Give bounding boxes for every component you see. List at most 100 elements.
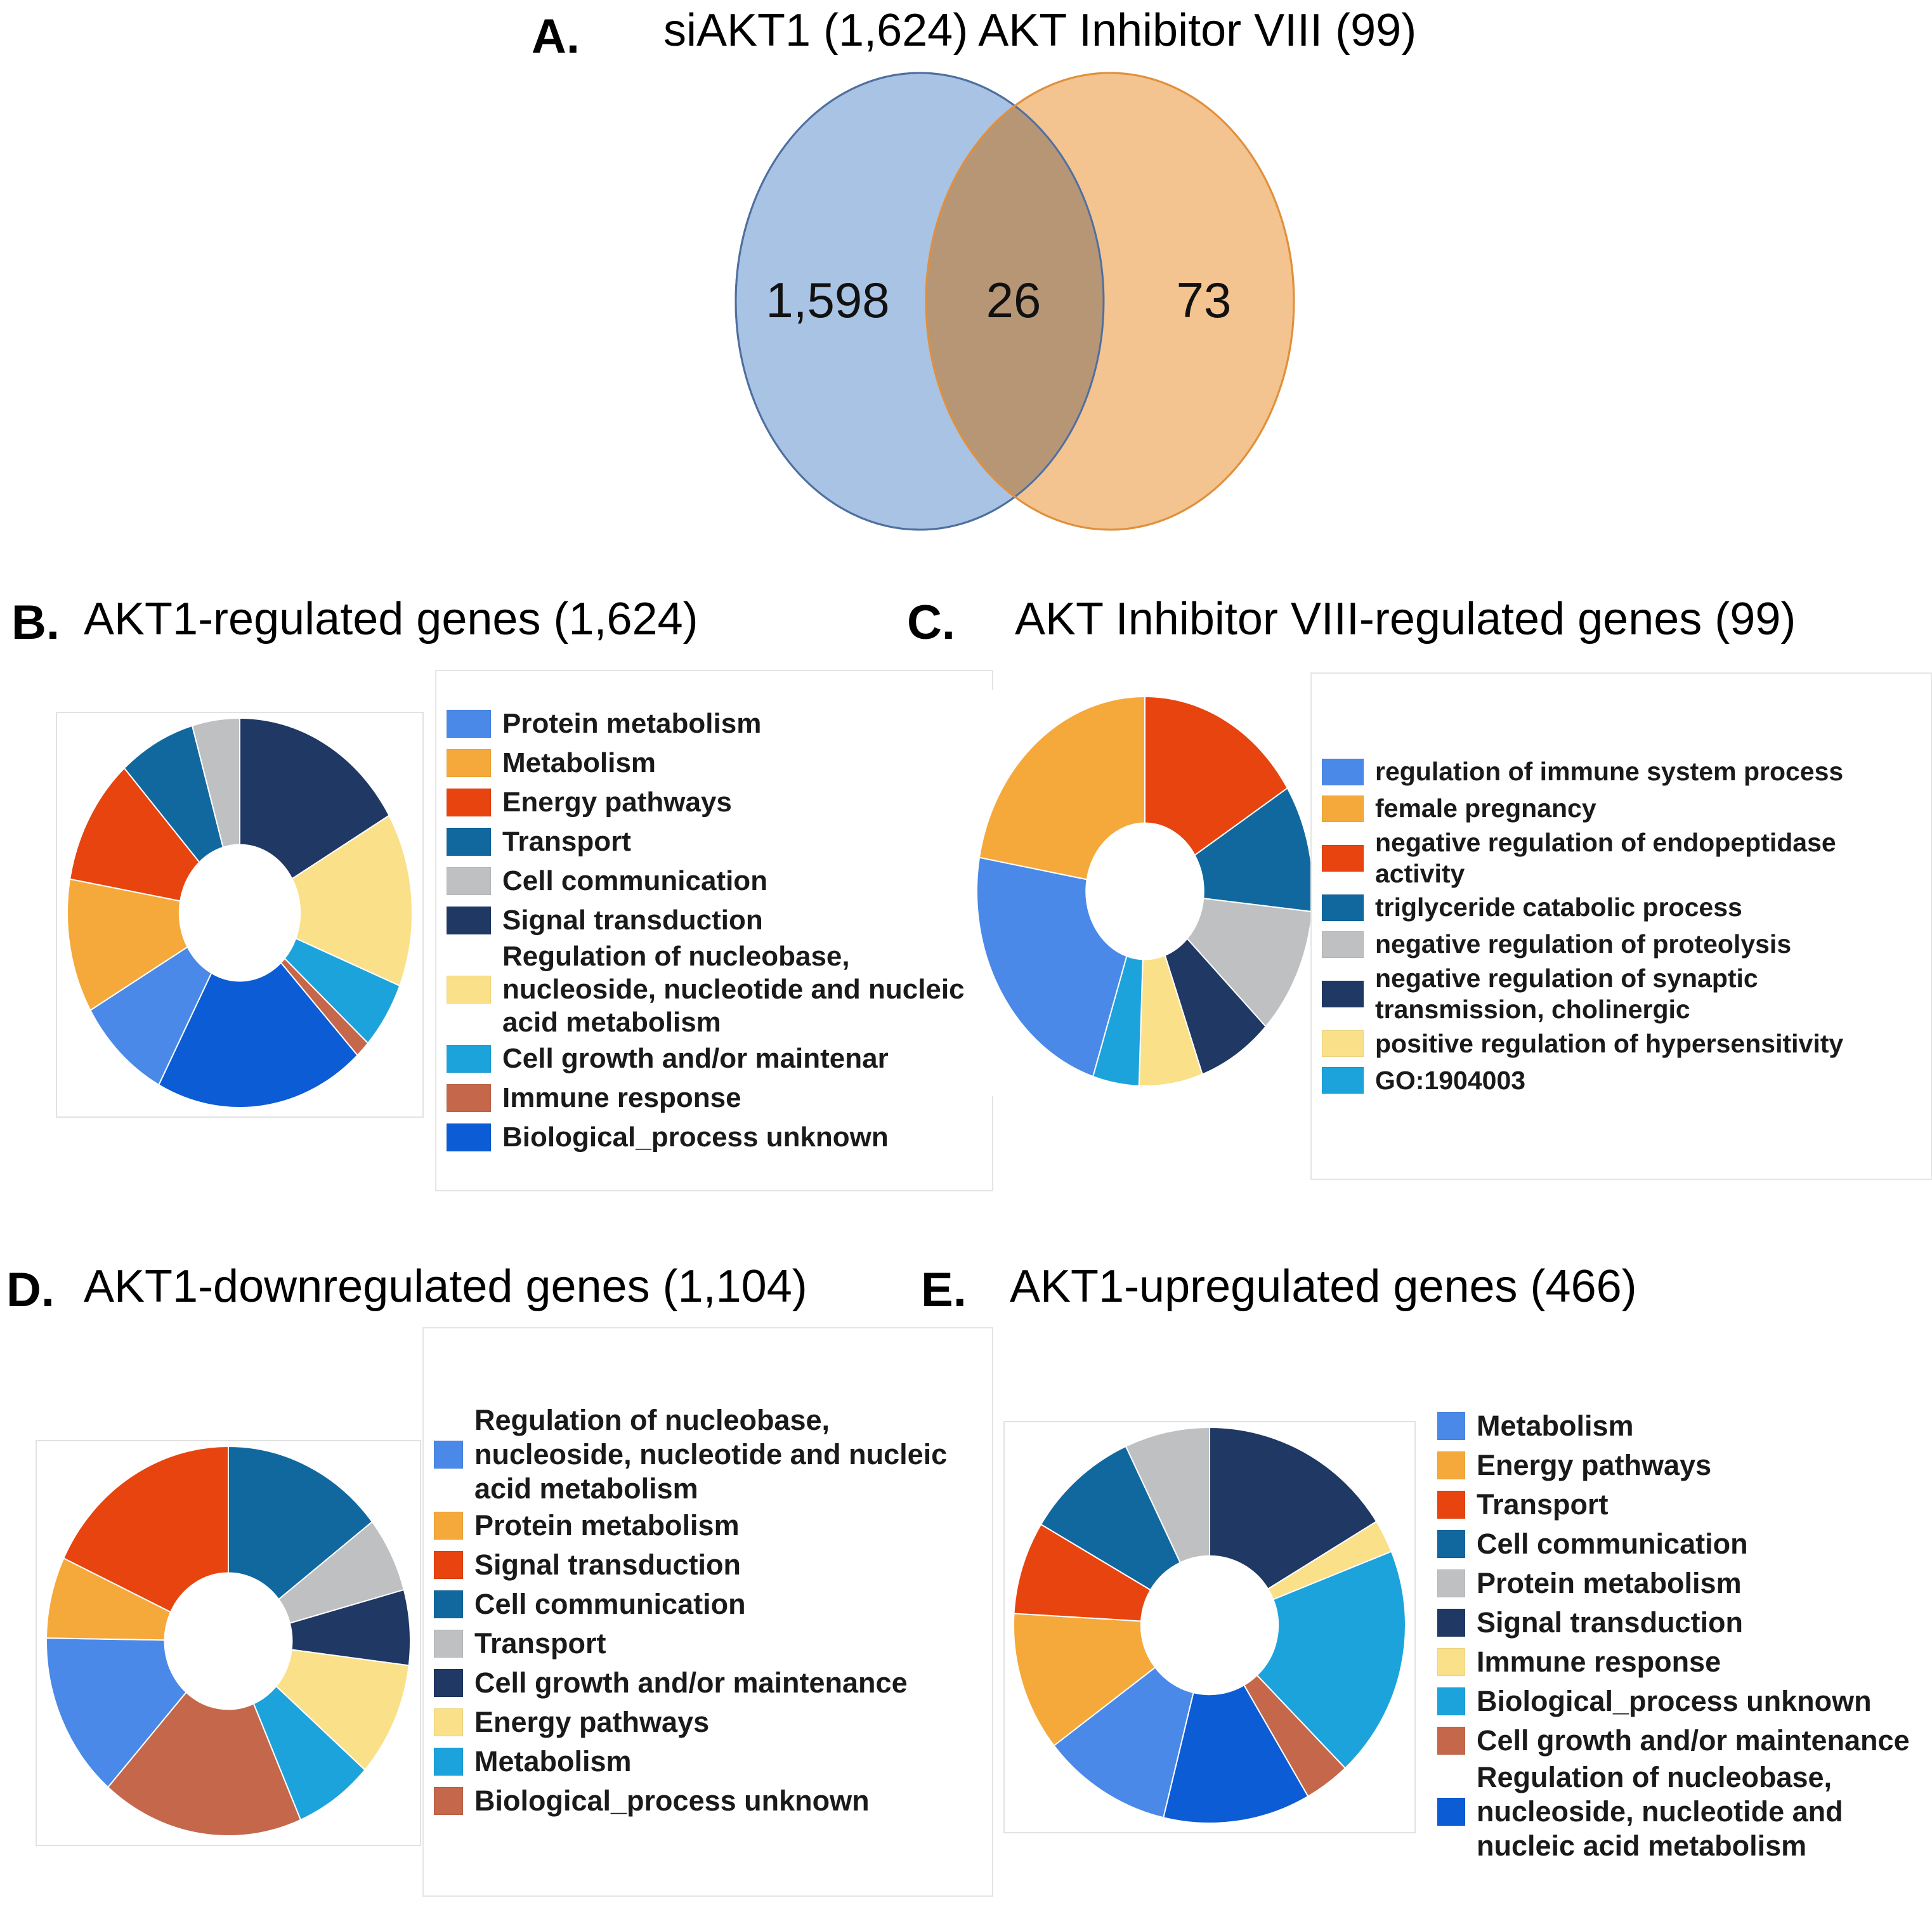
legend-swatch-icon [434,1748,463,1776]
legend-item[interactable]: Transport [434,1624,992,1663]
legend-item-label: triglyceride catabolic process [1375,893,1742,922]
legend-item[interactable]: Protein metabolism [1437,1564,1932,1603]
donut-slice[interactable] [46,1637,187,1788]
donut-slice[interactable] [89,946,212,1086]
legend-item[interactable]: Metabolism [1437,1406,1932,1446]
legend-item[interactable]: Metabolism [434,1742,992,1781]
donut-chart-c [976,695,1314,1087]
legend-item[interactable]: Immune response [1437,1642,1932,1682]
legend-item[interactable]: Metabolism [447,743,992,783]
legend-item-label: Metabolism [502,747,656,779]
legend-item[interactable]: Cell communication [447,861,992,901]
donut-slice[interactable] [275,1649,410,1771]
legend-item[interactable]: Cell growth and/or maintenance [1437,1721,1932,1760]
panel-title-c: AKT Inhibitor VIII-regulated genes (99) [1015,594,1796,645]
donut-slice[interactable] [191,717,240,848]
donut-chart-d [46,1445,411,1837]
legend-swatch-icon [434,1441,463,1469]
legend-item[interactable]: Transport [1437,1485,1932,1524]
venn-overlap-region [926,73,1104,530]
donut-slice[interactable] [1013,1613,1156,1747]
donut-slice[interactable] [1013,1523,1152,1622]
panel-letter-d: D. [6,1263,55,1317]
donut-slice[interactable] [291,815,413,987]
legend-item[interactable]: Cell communication [434,1585,992,1624]
legend-item[interactable]: GO:1904003 [1322,1062,1931,1099]
legend-swatch-icon [434,1630,463,1658]
legend-item[interactable]: Signal transduction [447,901,992,940]
legend-item[interactable]: Signal transduction [434,1545,992,1585]
legend-item[interactable]: Regulation of nucleobase, nucleoside, nu… [434,1403,992,1506]
donut-slice[interactable] [1053,1666,1194,1819]
legend-swatch-icon [1437,1491,1465,1519]
legend-item[interactable]: Protein metabolism [434,1506,992,1545]
legend-item[interactable]: Cell growth and/or maintenance [434,1663,992,1703]
venn-count-right: 73 [1177,272,1232,328]
legend-item[interactable]: regulation of immune system process [1322,754,1931,790]
legend-item[interactable]: negative regulation of endopeptidase act… [1322,827,1931,889]
legend-item-label: Regulation of nucleobase, nucleoside, nu… [1477,1761,1843,1862]
legend-item[interactable]: Biological_process unknown [434,1781,992,1821]
legend-item-label: Signal transduction [474,1549,741,1581]
venn-diagram: 1,598 26 73 [647,60,1383,542]
legend-item[interactable]: Energy pathways [1437,1446,1932,1485]
legend-item[interactable]: Regulation of nucleobase, nucleoside, nu… [1437,1760,1932,1863]
venn-count-left: 1,598 [766,272,889,328]
donut-slice[interactable] [978,695,1145,881]
legend-item-label: Cell communication [474,1588,746,1620]
donut-slice[interactable] [1040,1445,1182,1591]
donut-slice[interactable] [239,717,390,880]
legend-item-label: Biological_process unknown [474,1784,870,1817]
legend-item-label: Immune response [502,1082,741,1113]
donut-slice[interactable] [976,856,1128,1078]
legend-item[interactable]: Signal transduction [1437,1603,1932,1642]
legend-item[interactable]: Cell communication [1437,1524,1932,1564]
donut-slice[interactable] [1209,1426,1378,1590]
legend-item[interactable]: negative regulation of proteolysis [1322,926,1931,963]
donut-slice[interactable] [228,1445,374,1601]
legend-swatch-icon [1437,1687,1465,1715]
venn-circle-left-outline [734,72,1105,531]
legend-item-label: negative regulation of synaptic transmis… [1375,964,1758,1025]
legend-swatch-icon [434,1787,463,1815]
legend-swatch-icon [1322,1030,1364,1057]
donut-slice[interactable] [158,962,358,1108]
legend-item[interactable]: Biological_process unknown [1437,1682,1932,1721]
legend-item[interactable]: Energy pathways [447,783,992,822]
legend-item[interactable]: Biological_process unknown [447,1118,992,1157]
donut-chart-box-c [970,690,1317,1096]
donut-slice[interactable] [1186,898,1313,1028]
legend-item[interactable]: Energy pathways [434,1703,992,1742]
legend-item[interactable]: Immune response [447,1078,992,1118]
legend-item[interactable]: Transport [447,822,992,861]
donut-slice[interactable] [1163,1684,1309,1824]
panel-title-a: siAKT1 (1,624) AKT Inhibitor VIII (99) [663,5,1417,56]
legend-item[interactable]: triglyceride catabolic process [1322,889,1931,926]
legend-item[interactable]: positive regulation of hypersensitivity [1322,1025,1931,1062]
legend-item[interactable]: female pregnancy [1322,790,1931,827]
legend-item-label: Immune response [1477,1646,1721,1678]
legend-item-label: Protein metabolism [474,1509,740,1542]
legend-swatch-icon [434,1551,463,1579]
legend-item[interactable]: Regulation of nucleobase, nucleoside, nu… [447,940,992,1039]
donut-slice[interactable] [107,1691,302,1837]
donut-slice[interactable] [63,1445,229,1613]
donut-slice[interactable] [69,767,200,902]
donut-slice[interactable] [1125,1426,1210,1564]
legend-item-label: Metabolism [1477,1410,1634,1442]
donut-slice[interactable] [67,878,188,1011]
legend-item-label: Cell communication [1477,1528,1748,1560]
legend-item-label: Cell communication [502,865,768,897]
legend-item[interactable]: Protein metabolism [447,704,992,743]
legend-swatch-icon [1322,758,1364,785]
legend-item[interactable]: Cell growth and/or maintenar [447,1039,992,1078]
donut-chart-box-b [56,712,424,1118]
legend-swatch-icon [1322,1067,1364,1094]
legend-swatch-icon [447,828,491,856]
donut-slice[interactable] [1144,695,1289,856]
legend-item-label: Biological_process unknown [502,1121,889,1153]
legend-item[interactable]: negative regulation of synaptic transmis… [1322,963,1931,1025]
